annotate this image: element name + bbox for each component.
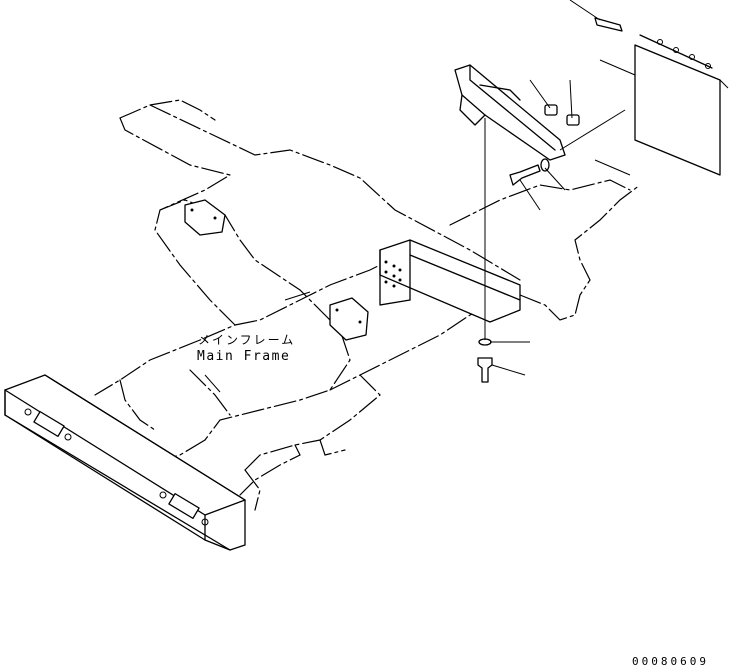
leader-lines [204,0,729,393]
cover-plate [594,17,721,176]
main-frame-label-en: Main Frame [197,349,291,364]
bolt-icon [509,164,541,186]
mounting-bracket [454,64,566,161]
front-beam [4,374,246,551]
nut-icon [544,104,558,116]
main-frame [94,99,641,511]
main-frame-label-jp: メインフレーム [198,333,296,347]
side-plates [184,199,369,341]
fasteners [477,104,580,383]
drawing-number: 00080609 [632,655,709,668]
cross-member [379,239,521,323]
washer-icon [540,158,550,172]
nut-icon [566,114,580,126]
bolt-icon [477,357,493,383]
